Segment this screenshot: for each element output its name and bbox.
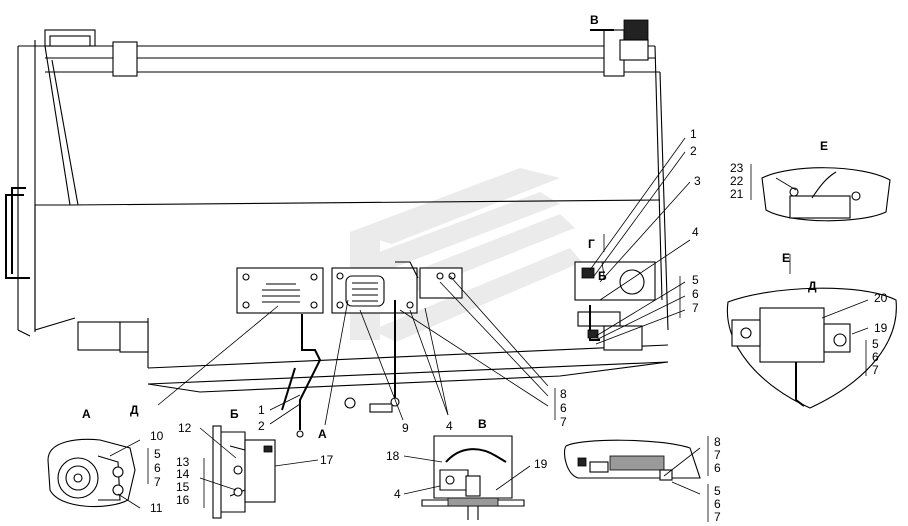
callout-12: 12: [178, 421, 192, 435]
view-label-v-top: В: [590, 13, 599, 27]
view-label-a-header: А: [82, 407, 91, 421]
callout-2: 2: [690, 144, 697, 158]
callout-13: 13: [176, 455, 190, 469]
view-label-e-header: Е: [820, 139, 828, 153]
callout-3: 3: [694, 174, 701, 188]
callout-6: 6: [692, 287, 699, 301]
callout-11: 11: [150, 501, 163, 515]
view-label-b-arrow: Б: [598, 269, 607, 283]
detail-e: [750, 164, 891, 222]
view-label-e-arrow: Е: [782, 251, 790, 265]
callout-5: 5: [692, 273, 699, 287]
callout-10: 10: [150, 429, 164, 443]
callout-21: 21: [730, 187, 744, 201]
callout-14: 14: [176, 467, 190, 481]
callout-6: 6: [872, 350, 879, 364]
callout-1: 1: [690, 127, 697, 141]
callout-1: 1: [258, 403, 265, 417]
watermark-logo: [350, 168, 582, 342]
callout-2: 2: [258, 419, 265, 433]
mounting-plates: [236, 261, 656, 314]
detail-d: [726, 254, 897, 409]
callout-4: 4: [394, 487, 401, 501]
view-labels: В Е Е Д Г Б Д А А Б В: [82, 13, 828, 441]
callout-5: 5: [872, 337, 879, 351]
detail-sensor: [563, 436, 709, 522]
callout-23: 23: [730, 161, 744, 175]
callout-7: 7: [692, 301, 699, 315]
view-label-a-leader: А: [318, 427, 327, 441]
view-label-d-leader: Д: [130, 403, 139, 417]
callout-18: 18: [386, 449, 400, 463]
callout-6: 6: [154, 461, 161, 475]
callout-7: 7: [714, 510, 721, 524]
callout-19: 19: [534, 457, 548, 471]
callout-6: 6: [714, 497, 721, 511]
callout-5: 5: [714, 484, 721, 498]
detail-v: [403, 435, 531, 520]
callout-6: 6: [560, 401, 567, 415]
view-label-g-arrow: Г: [588, 237, 595, 251]
detail-a: [47, 438, 149, 509]
view-label-b-header: Б: [230, 407, 239, 421]
fuel-tank: [5, 19, 669, 413]
callout-7: 7: [154, 475, 161, 489]
callout-7: 7: [560, 415, 567, 429]
view-label-v-header: В: [478, 417, 487, 431]
callout-20: 20: [874, 291, 888, 305]
callout-numbers: 1 2 3 4 5 6 7 1 2 9 4 8 6 7 10 11 5 6 7 …: [150, 127, 888, 524]
callout-15: 15: [176, 480, 190, 494]
callout-4: 4: [692, 225, 699, 239]
view-arrows: [590, 29, 614, 277]
view-label-d-header: Д: [808, 279, 817, 293]
callout-16: 16: [176, 493, 190, 507]
callout-8: 8: [560, 387, 567, 401]
callout-9: 9: [402, 421, 409, 435]
callout-19: 19: [874, 321, 888, 335]
callout-5: 5: [154, 447, 161, 461]
callout-7: 7: [872, 363, 879, 377]
callout-17: 17: [320, 453, 334, 467]
callout-6: 6: [714, 461, 721, 475]
callout-4: 4: [446, 419, 453, 433]
detail-b: [199, 425, 319, 519]
callout-7: 7: [714, 448, 721, 462]
callout-22: 22: [730, 174, 744, 188]
callout-8: 8: [714, 435, 721, 449]
leader-lines: [157, 137, 691, 426]
